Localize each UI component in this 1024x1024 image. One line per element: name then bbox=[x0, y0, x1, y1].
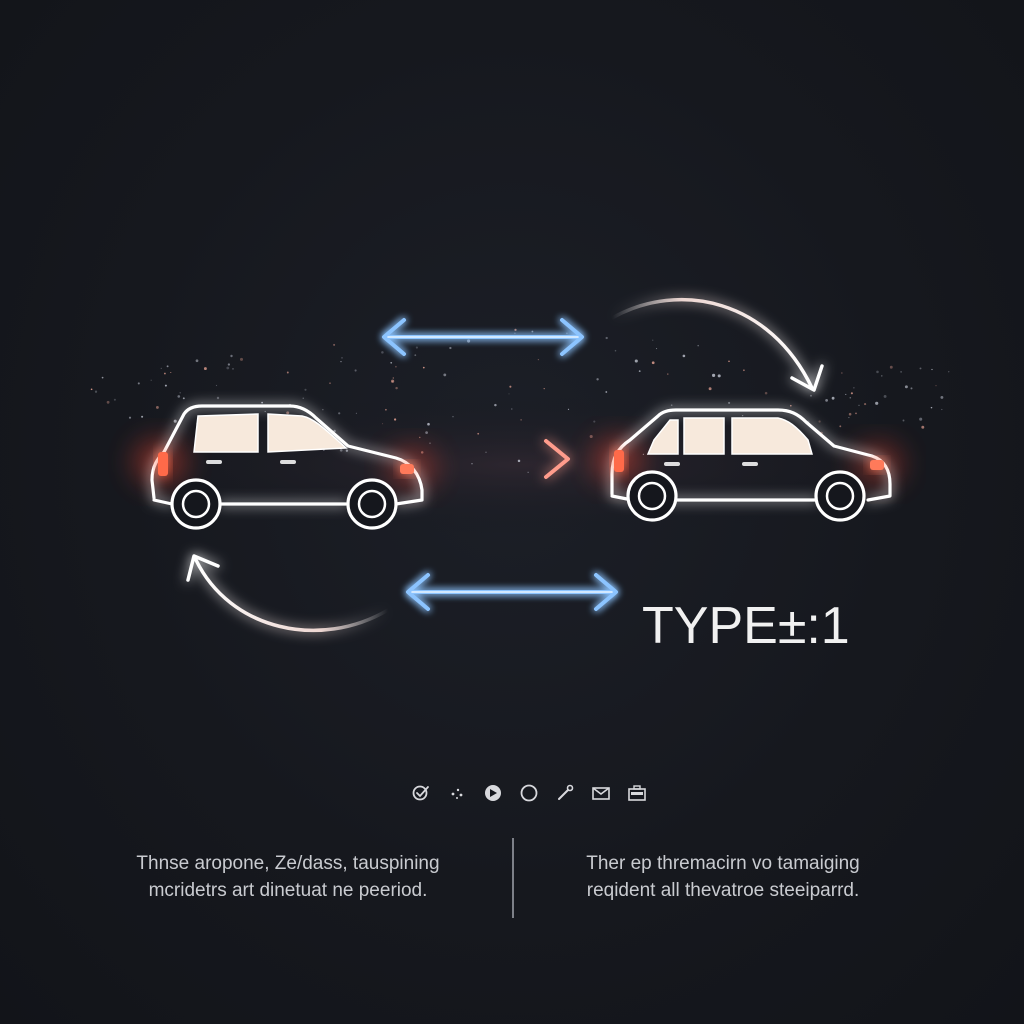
car-left bbox=[134, 404, 436, 530]
sparkle-icon[interactable] bbox=[446, 782, 468, 804]
mail-icon[interactable] bbox=[590, 782, 612, 804]
caption-right: Ther ep thremacirn vo tamaiging reqident… bbox=[543, 850, 903, 904]
transfer-arrow bbox=[450, 439, 570, 479]
play-circle-icon[interactable] bbox=[482, 782, 504, 804]
circle-icon[interactable] bbox=[518, 782, 540, 804]
caption-right-line1: Ther ep thremacirn vo tamaiging bbox=[586, 853, 860, 874]
check-badge-icon[interactable] bbox=[410, 782, 432, 804]
type-label: TYPE±:1 bbox=[642, 597, 850, 655]
caption-left: Thnse aropone, Ze/dass, tauspining mcrid… bbox=[108, 850, 468, 904]
car-right bbox=[594, 408, 902, 522]
curved-arrow-top bbox=[610, 298, 824, 392]
caption-left-line2: mcridetrs art dinetuat ne peeriod. bbox=[148, 880, 428, 901]
curved-arrow-bottom bbox=[186, 554, 390, 632]
caption-left-line1: Thnse aropone, Ze/dass, tauspining bbox=[136, 853, 440, 874]
caption-right-line2: reqident all thevatroe steeiparrd. bbox=[586, 880, 860, 901]
caption-divider bbox=[512, 838, 514, 918]
pen-icon[interactable] bbox=[554, 782, 576, 804]
briefcase-icon[interactable] bbox=[626, 782, 648, 804]
icon-toolbar bbox=[410, 778, 650, 808]
